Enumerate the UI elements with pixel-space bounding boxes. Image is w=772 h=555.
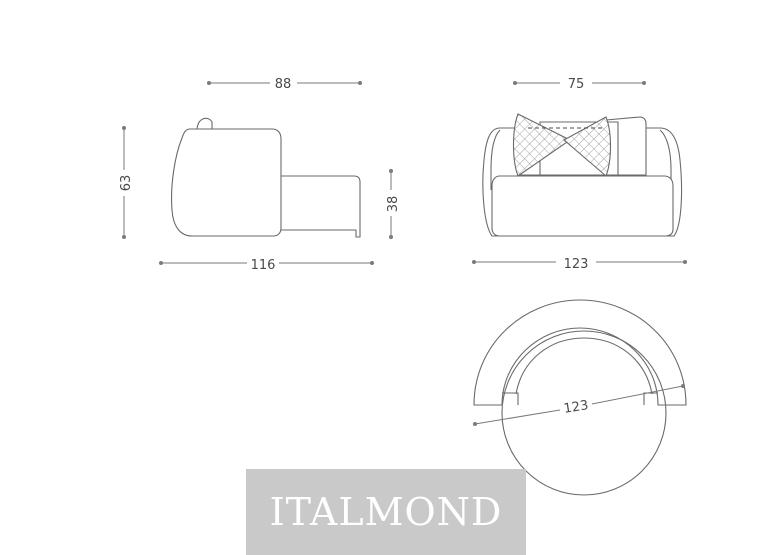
dimension-side-seat-height: 38 bbox=[386, 169, 401, 239]
dimension-label-75: 75 bbox=[568, 77, 585, 92]
dimension-top-diameter: 123 bbox=[473, 384, 685, 426]
top-view: 123 bbox=[473, 299, 687, 496]
dimension-label-116: 116 bbox=[251, 258, 276, 273]
dimension-label-123-front: 123 bbox=[564, 257, 589, 272]
dimension-side-top: 88 bbox=[207, 77, 362, 92]
front-view: 75 123 bbox=[472, 77, 687, 272]
dimension-front-width: 123 bbox=[472, 257, 687, 272]
dimension-label-38: 38 bbox=[386, 196, 401, 213]
dimension-side-length: 116 bbox=[159, 258, 374, 273]
logo-text: ITALMOND bbox=[269, 490, 503, 534]
side-view: 88 63 38 116 bbox=[119, 77, 401, 273]
dimension-side-height: 63 bbox=[119, 126, 134, 239]
chair-side-outline bbox=[171, 117, 361, 238]
dimension-front-inner: 75 bbox=[513, 77, 646, 92]
chair-front-outline bbox=[482, 113, 683, 237]
dimension-label-123-top: 123 bbox=[563, 398, 590, 417]
logo-watermark: ITALMOND bbox=[246, 469, 526, 555]
dimension-label-63: 63 bbox=[119, 175, 134, 192]
chair-top-outline bbox=[473, 299, 687, 496]
dimension-label-88: 88 bbox=[275, 77, 292, 92]
